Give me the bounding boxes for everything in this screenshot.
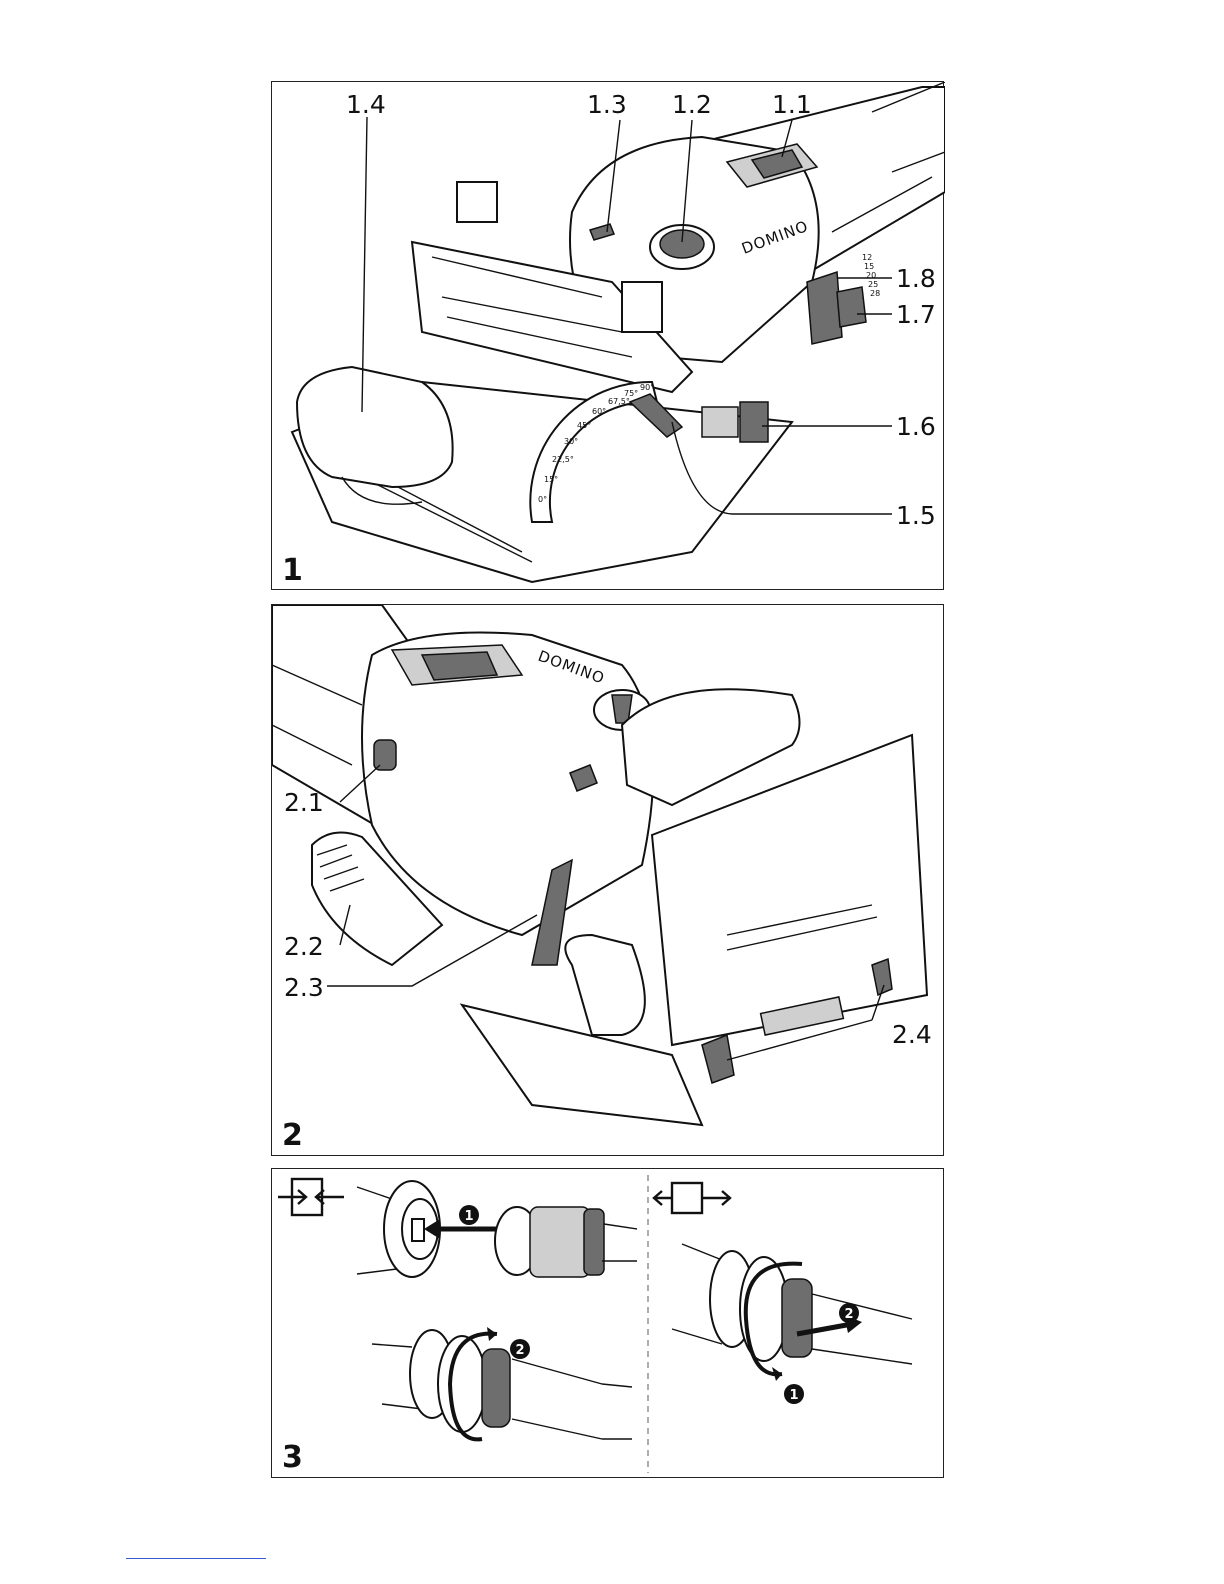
svg-text:2: 2 (515, 1343, 524, 1358)
figure-2-panel: DOMINO 2.1 2.2 2.3 2.4 2 (271, 604, 944, 1156)
svg-text:2: 2 (844, 1307, 853, 1322)
plug-disconnect-icon (654, 1183, 730, 1213)
svg-text:1: 1 (464, 1209, 473, 1224)
svg-text:12: 12 (862, 253, 872, 262)
svg-text:90°: 90° (640, 383, 654, 392)
figure-number-2: 2 (282, 1118, 303, 1153)
step-2-marker: 2 (510, 1339, 530, 1359)
svg-text:25: 25 (868, 280, 878, 289)
figure-3-drawing: 1 2 2 1 3 (272, 1169, 945, 1479)
svg-text:15: 15 (864, 262, 874, 271)
step-1-marker-right: 1 (784, 1384, 804, 1404)
callout-1-5: 1.5 (896, 501, 936, 530)
callout-1-1: 1.1 (772, 90, 812, 119)
callout-1-6: 1.6 (896, 412, 936, 441)
callout-1-3: 1.3 (587, 90, 627, 119)
callout-1-8: 1.8 (896, 264, 936, 293)
step-2-marker-right: 2 (839, 1303, 859, 1323)
svg-text:60°: 60° (592, 407, 606, 416)
callout-1-7: 1.7 (896, 300, 936, 329)
callout-2-2: 2.2 (284, 932, 324, 961)
callout-2-4: 2.4 (892, 1020, 932, 1049)
svg-text:22,5°: 22,5° (552, 455, 574, 464)
figure-number-1: 1 (282, 553, 303, 588)
figure-2-drawing: DOMINO 2.1 2.2 2.3 2.4 2 (272, 605, 945, 1157)
figure-3-panel: 1 2 2 1 3 (271, 1168, 944, 1478)
callout-1-2: 1.2 (672, 90, 712, 119)
svg-text:75°: 75° (624, 389, 638, 398)
figure-1-drawing: DOMINO 12 15 20 25 28 0° 15° 22,5° 30° 4… (272, 82, 945, 591)
svg-text:28: 28 (870, 289, 880, 298)
figure-number-3: 3 (282, 1440, 303, 1475)
callout-2-1: 2.1 (284, 788, 324, 817)
svg-text:45°: 45° (577, 421, 591, 430)
depth-scale: 12 15 20 25 28 (862, 253, 880, 298)
svg-text:0°: 0° (538, 495, 547, 504)
footer-rule (126, 1558, 266, 1559)
svg-text:1: 1 (789, 1388, 798, 1403)
step-1-marker: 1 (459, 1205, 479, 1225)
svg-text:15°: 15° (544, 475, 558, 484)
callout-1-4: 1.4 (346, 90, 386, 119)
figure-1-panel: DOMINO 12 15 20 25 28 0° 15° 22,5° 30° 4… (271, 81, 944, 590)
svg-text:67,5°: 67,5° (608, 397, 630, 406)
plug-connect-icon (278, 1179, 344, 1215)
callout-2-3: 2.3 (284, 973, 324, 1002)
svg-text:30°: 30° (564, 437, 578, 446)
